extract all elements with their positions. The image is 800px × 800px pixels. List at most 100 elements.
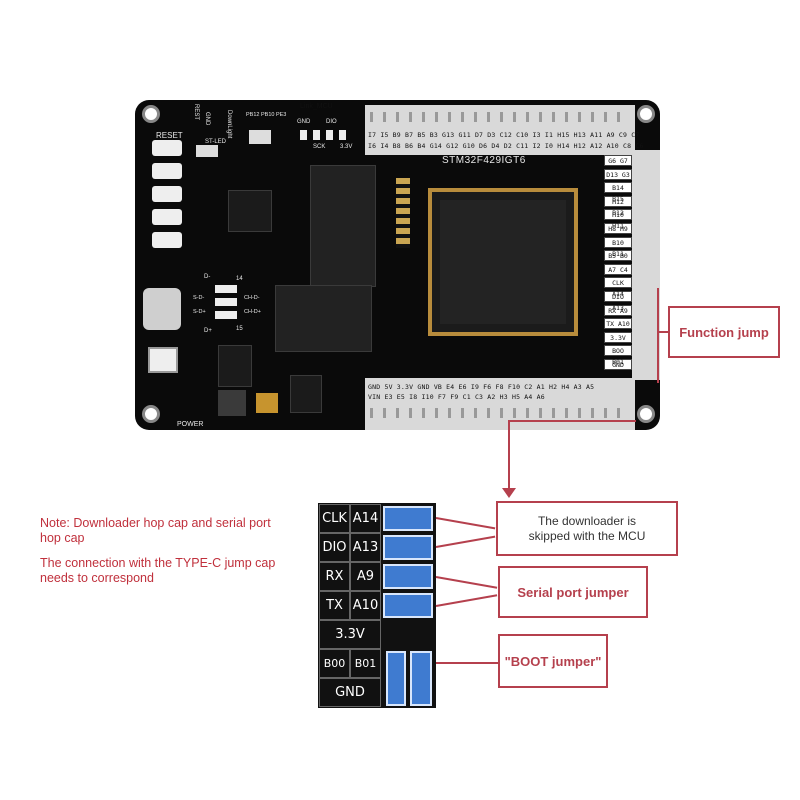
pin-label-dio: DIO — [319, 533, 350, 562]
top-pin-labels-row2: I6 I4 B8 B6 B4 G14 G12 G10 D6 D4 D2 C11 … — [368, 142, 644, 150]
silk-ch-d-minus: CH-D- — [244, 295, 260, 301]
right-pin-label: 3.3V — [604, 331, 632, 343]
right-pin-header — [632, 150, 660, 380]
tantalum-capacitor — [256, 393, 278, 413]
right-pin-label: B10 B11 — [604, 236, 632, 258]
sdram-chip — [310, 165, 376, 287]
right-pin-label: BOO B01 — [604, 345, 632, 366]
right-pin-label: B14 B15 — [604, 182, 632, 203]
serial-port-label: Serial port jumper — [517, 584, 629, 600]
right-pin-label: H10 H11 — [604, 209, 632, 230]
mount-hole-top-left — [142, 105, 160, 123]
right-pin-label: G6 G7 — [604, 155, 632, 166]
right-pin-label: RX A9 — [604, 304, 632, 316]
jumper-cap-boot0 — [386, 651, 406, 706]
right-pin-label: CLK A14 — [604, 277, 632, 298]
pointer-line-vertical — [508, 420, 510, 492]
right-pin-label: DIO A13 — [604, 290, 632, 312]
debugger-chip — [228, 190, 272, 232]
bottom-header-pins — [370, 408, 630, 418]
silk-power: POWER — [177, 421, 204, 428]
pin-label-a9: A9 — [350, 562, 381, 591]
voltage-regulator — [218, 345, 252, 387]
jumper-connector-4 — [152, 232, 182, 248]
silk-d-minus: D- — [204, 274, 211, 280]
jumper-cap-tx — [383, 593, 433, 618]
boot-jumper-callout: "BOOT jumper" — [498, 634, 608, 688]
serial-leader-2 — [435, 594, 498, 607]
right-pin-label: A7 C4 — [604, 263, 632, 275]
downloader-leader-1 — [435, 517, 496, 530]
top-pin-labels-row1: I7 I5 B9 B7 B5 B3 G13 G11 D7 D3 C12 C10 … — [368, 131, 640, 139]
mount-hole-bottom-left — [142, 405, 160, 423]
resistor-array — [396, 178, 410, 248]
mcu-die-surface — [440, 200, 566, 324]
note-downloader-hop-cap: Note: Downloader hop cap and serial port… — [40, 516, 271, 545]
silk-gnd2: GND — [297, 119, 311, 125]
pin-label-clk: CLK — [319, 504, 350, 533]
right-pin-label: D13 G3 — [604, 168, 632, 180]
inductor — [218, 390, 246, 416]
silk-15: 15 — [236, 326, 243, 332]
pin-label-a14: A14 — [350, 504, 381, 533]
silk-reset: RESET — [156, 131, 183, 140]
right-pin-label: TX A10 — [604, 318, 632, 330]
jumper-cap-boot1 — [410, 651, 432, 706]
link-mcu-header — [300, 130, 350, 140]
pin-label-b00: B00 — [319, 649, 350, 678]
silk-14: 14 — [236, 276, 243, 282]
silk-3v3: 3.3V — [340, 144, 353, 150]
reset-button[interactable] — [152, 140, 182, 156]
pin-label-a10: A10 — [350, 591, 381, 620]
silk-sck: SCK — [313, 144, 326, 150]
downloader-callout: The downloader is skipped with the MCU — [496, 501, 678, 556]
function-jump-leader — [659, 331, 669, 333]
mount-hole-top-right — [637, 105, 655, 123]
usb-type-c-port — [143, 288, 181, 330]
silk-ch-d-plus: CH-D+ — [244, 309, 261, 315]
bottom-pin-labels-row1: GND 5V 3.3V GND VB E4 E6 I9 F6 F8 F10 C2… — [368, 383, 595, 391]
silk-dio: DIO — [326, 119, 337, 125]
downloader-leader-2 — [435, 535, 496, 548]
silk-rest: REST — [193, 104, 199, 121]
mount-hole-bottom-right — [637, 405, 655, 423]
pin-label-a13: A13 — [350, 533, 381, 562]
right-pin-labels: G6 G7 D13 G3 B14 B15H12 B12H10 H11H8 H9 B10… — [604, 155, 632, 373]
flash-chip — [275, 285, 372, 352]
jumper-connector-1 — [152, 163, 182, 179]
right-pin-label: B5 B0 — [604, 250, 632, 262]
pin-label-gnd: GND — [319, 678, 381, 707]
boot-leader — [436, 662, 498, 664]
right-pin-label: H12 B12 — [604, 195, 632, 217]
st-led-header — [196, 145, 218, 157]
right-pin-label: H8 H9 — [604, 222, 632, 234]
pointer-arrow-icon — [502, 488, 516, 498]
bottom-pin-labels-row2: VIN E3 E5 I8 I10 F7 F9 C1 C3 A2 H3 H5 A4… — [368, 393, 545, 401]
function-jump-label: Function jump — [679, 324, 769, 340]
silk-sd-minus: S-D- — [193, 295, 205, 301]
silk-d-plus: D+ — [204, 328, 212, 334]
jumper-cap-dio — [383, 535, 433, 560]
serial-leader-1 — [435, 576, 498, 589]
pin-label-b01: B01 — [350, 649, 381, 678]
function-jump-callout: Function jump — [668, 306, 780, 358]
small-ic — [290, 375, 322, 413]
serial-port-callout: Serial port jumper — [498, 566, 648, 618]
function-jump-bracket-line — [657, 288, 659, 383]
silk-pin-group: PB12 PB10 PE3 — [246, 112, 287, 118]
jumper-cap-rx — [383, 564, 433, 589]
downloader-callout-text: The downloader is skipped with the MCU — [528, 513, 646, 543]
top-header-pins — [370, 112, 630, 122]
pointer-line-horizontal — [508, 420, 636, 422]
silk-link-mcu: Link_MCU — [300, 103, 333, 110]
silk-chip-name: STM32F429IGT6 — [442, 155, 526, 166]
power-switch[interactable] — [148, 347, 178, 373]
note-type-c-jump-cap: The connection with the TYPE-C jump cap … — [40, 556, 276, 585]
silk-downlight: DownLight — [226, 110, 232, 139]
jumper-connector-3 — [152, 209, 182, 225]
pin-label-rx: RX — [319, 562, 350, 591]
boot-jumper-label: "BOOT jumper" — [504, 653, 602, 669]
pin-label-3v3: 3.3V — [319, 620, 381, 649]
silk-st-led: ST-LED — [205, 139, 227, 145]
silk-sd-plus: S-D+ — [193, 309, 206, 315]
